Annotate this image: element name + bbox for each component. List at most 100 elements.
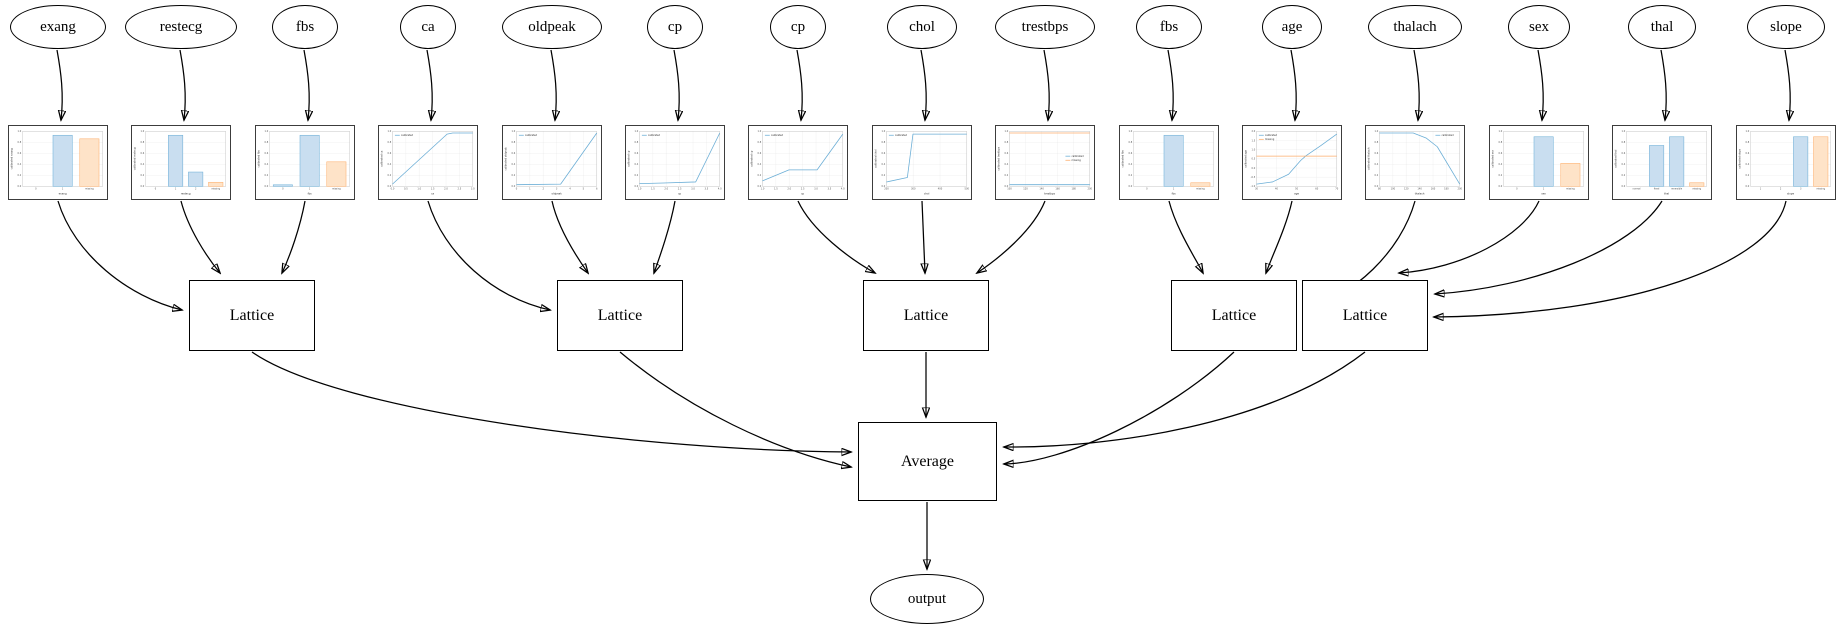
svg-text:3.5: 3.5 [828,188,832,191]
svg-text:0.2: 0.2 [265,174,269,177]
edge-feature-to-chart [56,49,62,120]
edge-chart-to-lattice [427,200,550,310]
svg-text:200: 200 [884,188,889,191]
svg-text:1.0: 1.0 [882,130,886,133]
svg-text:6: 6 [596,188,598,191]
edge-feature-to-chart [1413,49,1419,120]
edge-feature-to-chart [796,49,802,120]
svg-text:missing: missing [211,188,220,191]
svg-text:100: 100 [1007,188,1012,191]
output-node: output [870,574,984,624]
svg-text:0.2: 0.2 [18,174,22,177]
svg-text:0.4: 0.4 [141,163,145,166]
svg-text:0: 0 [155,188,157,191]
svg-text:1.0: 1.0 [388,130,392,133]
svg-text:0.4: 0.4 [1005,163,1009,166]
feature-node-thalach: thalach [1368,5,1462,49]
svg-text:1.0: 1.0 [761,188,765,191]
svg-text:180: 180 [1444,188,1449,191]
svg-text:age: age [1294,193,1299,196]
svg-text:160: 160 [1055,188,1060,191]
svg-text:0.4: 0.4 [388,163,392,166]
feature-node-age: age [1262,5,1322,49]
svg-text:400: 400 [938,188,943,191]
svg-text:1.0: 1.0 [758,130,762,133]
svg-text:0.6: 0.6 [18,152,22,155]
svg-text:0.6: 0.6 [1622,152,1626,155]
svg-text:2: 2 [542,188,544,191]
feature-node-fbs: fbs [272,5,338,49]
edge-chart-to-lattice [1266,200,1293,273]
svg-text:0.2: 0.2 [1375,174,1379,177]
svg-text:30: 30 [1255,188,1258,191]
svg-text:0.2: 0.2 [388,174,392,177]
feature-node-fbs: fbs [1136,5,1202,49]
svg-text:60: 60 [1315,188,1318,191]
svg-text:1: 1 [529,188,531,191]
svg-text:1.0: 1.0 [1252,149,1256,152]
svg-text:0.5: 0.5 [404,188,408,191]
svg-text:0.4: 0.4 [758,163,762,166]
lattice-node-5: Lattice [1302,280,1428,351]
svg-text:reversible: reversible [1671,188,1683,191]
svg-text:0.4: 0.4 [1375,163,1379,166]
svg-text:calibrated: calibrated [1441,134,1454,137]
svg-text:normal: normal [1633,188,1641,191]
svg-text:200: 200 [1088,188,1093,191]
svg-text:missing: missing [332,188,341,191]
svg-text:thalach: thalach [1415,192,1425,196]
svg-text:missing: missing [85,188,94,191]
svg-text:calibrated age: calibrated age [1244,149,1248,168]
svg-text:1.0: 1.0 [635,130,639,133]
svg-text:trestbps: trestbps [1044,192,1055,196]
svg-text:calibrated fbs: calibrated fbs [1121,150,1125,168]
svg-text:oldpeak: oldpeak [551,192,562,196]
svg-text:missing: missing [1265,138,1275,141]
edge-chart-to-lattice [1168,200,1203,273]
svg-text:1.5: 1.5 [651,188,655,191]
svg-text:thal: thal [1664,192,1669,196]
svg-text:0.8: 0.8 [635,141,639,144]
svg-text:3.0: 3.0 [691,188,695,191]
svg-text:160: 160 [1431,188,1436,191]
svg-text:3: 3 [556,188,558,191]
svg-text:0.0: 0.0 [1622,185,1626,188]
svg-text:1.5: 1.5 [1252,139,1256,142]
svg-text:3: 3 [1800,188,1802,191]
svg-text:1: 1 [175,188,177,191]
edge-lattice-to-average [619,351,851,467]
svg-text:1.0: 1.0 [1622,130,1626,133]
svg-text:1.0: 1.0 [1005,130,1009,133]
svg-text:missing: missing [1566,188,1575,191]
svg-text:200: 200 [1458,188,1463,191]
svg-text:0.0: 0.0 [1499,185,1503,188]
feature-node-thal: thal [1628,5,1696,49]
svg-text:0.8: 0.8 [1375,141,1379,144]
edge-feature-to-chart [426,49,432,120]
svg-text:0.4: 0.4 [882,163,886,166]
svg-text:0.0: 0.0 [635,185,639,188]
edge-lattice-to-average [1004,351,1235,464]
svg-text:0.8: 0.8 [882,141,886,144]
svg-text:300: 300 [911,188,916,191]
svg-text:0.2: 0.2 [1746,174,1750,177]
svg-text:cp: cp [801,193,804,196]
svg-text:0.6: 0.6 [635,152,639,155]
svg-text:ca: ca [431,193,434,196]
svg-text:slope: slope [1787,192,1794,196]
lattice-node-1: Lattice [189,280,315,351]
svg-text:3.0: 3.0 [471,188,475,191]
svg-text:0.2: 0.2 [141,174,145,177]
svg-text:calibrated thal: calibrated thal [1614,149,1618,168]
